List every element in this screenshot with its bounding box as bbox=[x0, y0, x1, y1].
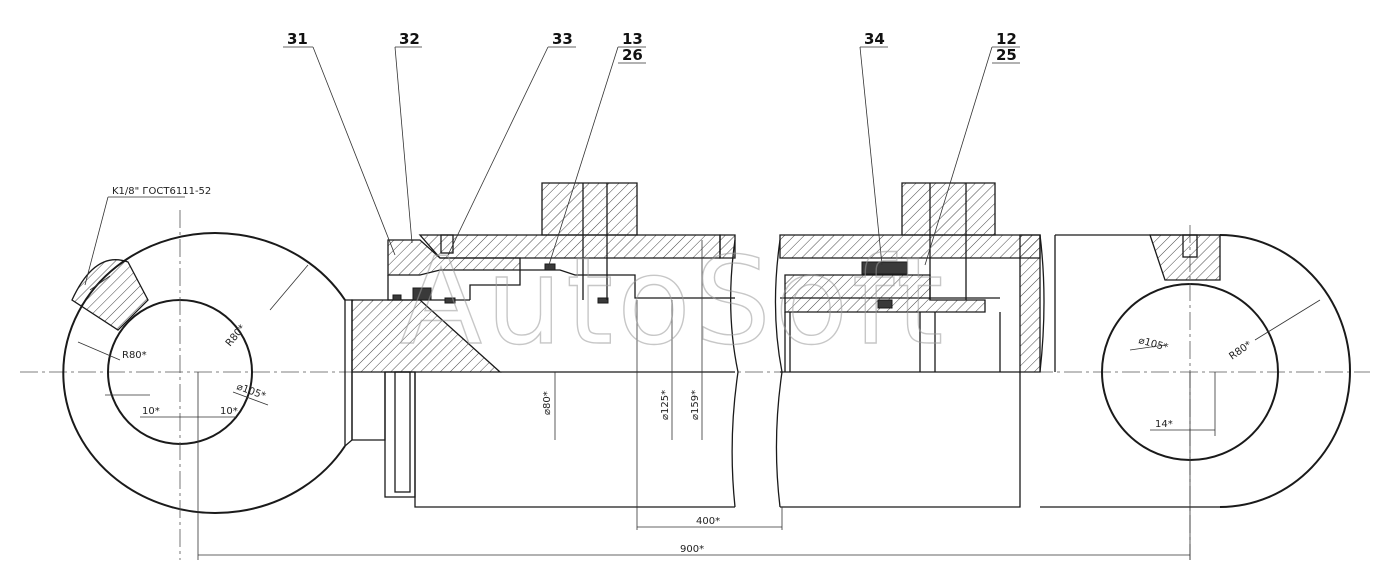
dim-10-b: 10* bbox=[220, 406, 238, 417]
callout-34: 34 bbox=[864, 30, 885, 48]
piston-rod bbox=[351, 239, 1021, 508]
dim-r80-right: R80* bbox=[1227, 339, 1254, 362]
callout-32: 32 bbox=[399, 30, 420, 48]
callout-26: 26 bbox=[622, 46, 643, 64]
thread-note: K1/8" ГОСТ6111-52 bbox=[112, 186, 211, 197]
dim-d125: ⌀125* bbox=[660, 390, 671, 420]
callout-12: 12 bbox=[996, 30, 1017, 48]
watermark: AutoSoft bbox=[400, 233, 947, 372]
callout-13: 13 bbox=[622, 30, 643, 48]
gland-head bbox=[387, 234, 721, 304]
leader-lines bbox=[84, 46, 1020, 286]
left-eye bbox=[62, 210, 353, 560]
piston bbox=[784, 261, 1001, 372]
dim-r80-left-outer: R80* bbox=[224, 323, 248, 349]
callout-25: 25 bbox=[996, 46, 1017, 64]
dim-d80: ⌀80* bbox=[542, 391, 553, 415]
callout-31: 31 bbox=[287, 30, 308, 48]
callout-33: 33 bbox=[552, 30, 573, 48]
dim-d159: ⌀159* bbox=[690, 390, 701, 420]
dim-r80-left-inner: R80* bbox=[122, 350, 147, 361]
front-port bbox=[541, 182, 638, 300]
dim-10-a: 10* bbox=[142, 406, 160, 417]
right-eye bbox=[1101, 225, 1351, 560]
dim-400: 400* bbox=[696, 516, 720, 527]
dim-d105-right: ⌀105* bbox=[1137, 335, 1169, 353]
dim-14: 14* bbox=[1155, 419, 1173, 430]
dimension-lines bbox=[77, 240, 1321, 560]
dim-900: 900* bbox=[680, 544, 704, 555]
